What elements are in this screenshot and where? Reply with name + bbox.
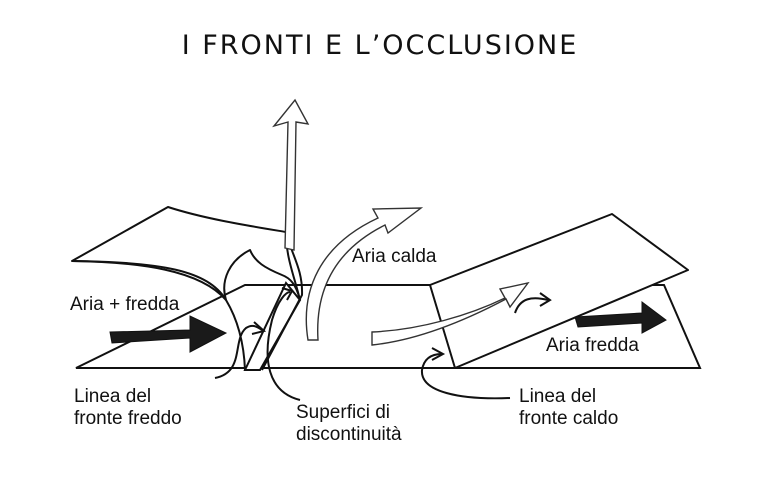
label-cold-front-line-1: Linea del	[74, 386, 152, 407]
label-warm-front-line-2: fronte caldo	[519, 408, 619, 429]
warm-front-leader-tip	[431, 347, 446, 361]
warm-air-curved-arrow	[305, 207, 424, 341]
cold-front-leader-tip	[251, 321, 267, 335]
warm-front-upper-leader-tip	[539, 292, 552, 307]
cold-air-sheet-curl	[71, 260, 246, 371]
label-discontinuity-2: discontinuità	[296, 424, 402, 445]
label-warm-front-line-1: Linea del	[519, 386, 597, 407]
cold-front-leader	[214, 324, 263, 379]
label-cool-air: Aria fredda	[546, 335, 639, 356]
warm-front-leader	[420, 353, 511, 400]
discontinuity-leader-tip	[281, 287, 294, 301]
cold-air-arrow	[109, 315, 228, 353]
warm-front-hollow-arrow	[371, 281, 530, 346]
diagram-title: I FRONTI E L’OCCLUSIONE	[181, 30, 579, 61]
cool-air-arrow	[574, 301, 667, 334]
discontinuity-leader	[266, 291, 301, 401]
warm-front-sheet	[429, 213, 689, 369]
cold-air-sheet	[71, 206, 301, 301]
rising-air-arrow	[272, 98, 310, 251]
label-warm-air: Aria calda	[352, 246, 437, 267]
label-cold-front-line-2: fronte freddo	[74, 408, 182, 429]
label-discontinuity-1: Superfici di	[296, 402, 390, 423]
warm-front-upper-leader	[514, 297, 549, 314]
label-cold-air: Aria + fredda	[70, 294, 180, 315]
